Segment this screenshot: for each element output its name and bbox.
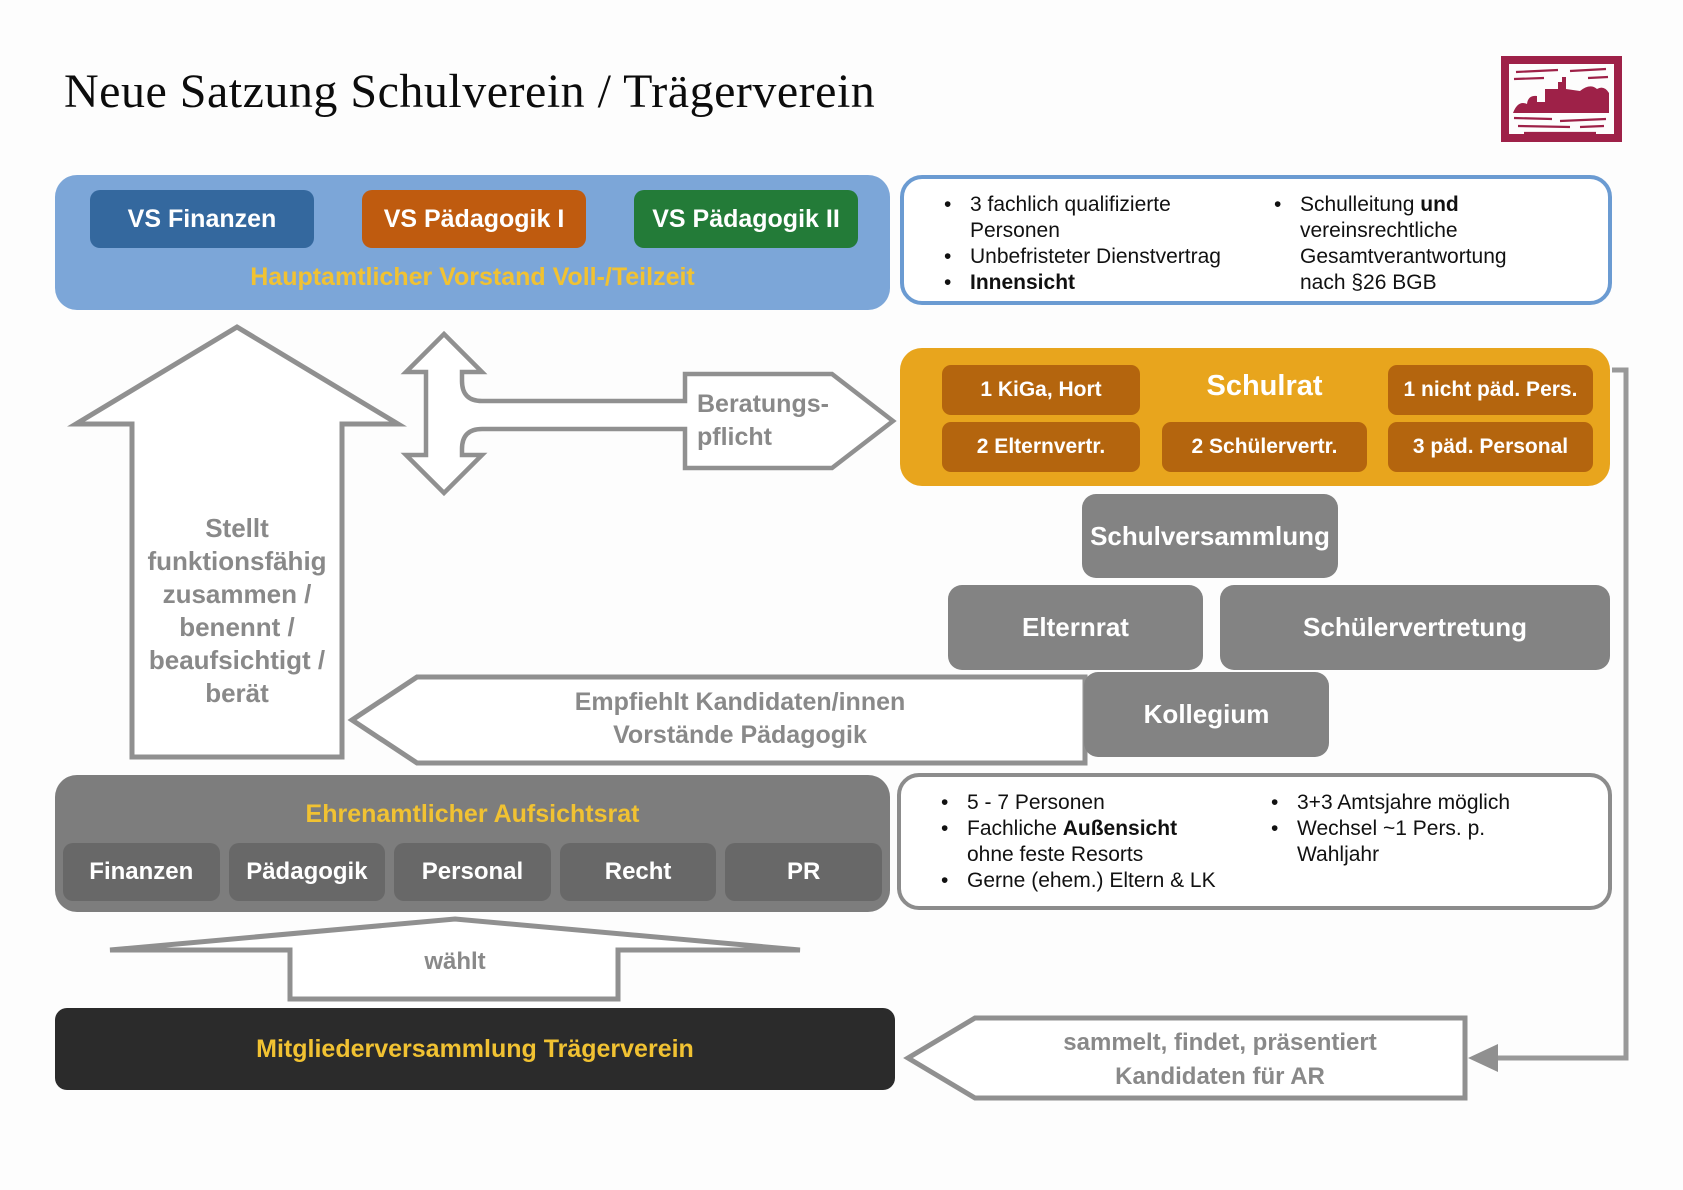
schuelervertretung-box: Schülervertretung <box>1220 585 1610 670</box>
note-bullet: 3+3 Amtsjahre möglich <box>1261 790 1561 816</box>
schulrat-title: Schulrat <box>1206 370 1323 402</box>
aufsichtsrat-box-paedagogik: Pädagogik <box>228 843 386 901</box>
stellt-up-arrow-shape <box>67 324 407 760</box>
elternrat-box: Elternrat <box>948 585 1203 670</box>
stellt-arrow-label: Stellt funktionsfähig zusammen / benennt… <box>147 513 327 708</box>
note-bullet: 3 fachlich qualifizierte <box>934 192 1249 218</box>
vorstand-box-paedagogik-1: VS Pädagogik I <box>362 190 586 248</box>
note-bullet-continuation: vereinsrechtliche <box>1300 219 1458 242</box>
beratungspflicht-junction-arrow-shape <box>400 330 897 497</box>
aufsichtsrat-subboxes: Finanzen Pädagogik Personal Recht PR <box>63 843 882 901</box>
logo-frame <box>1501 56 1622 142</box>
note-bullet-continuation: ohne feste Resorts <box>967 843 1144 866</box>
vorstand-note: 3 fachlich qualifizierte Personen Unbefr… <box>900 175 1612 305</box>
waehlt-arrow-label: wählt <box>424 948 486 975</box>
note-bullet-continuation: Gesamtverantwortung <box>1300 245 1507 268</box>
schulversammlung-box: Schulversammlung <box>1082 494 1338 578</box>
logo-scratch-lines <box>1513 67 1609 135</box>
beratungspflicht-arrow-label: Beratungs- pflicht <box>697 390 829 451</box>
vorstand-label: Hauptamtlicher Vorstand Voll-/Teilzeit <box>250 263 695 291</box>
sammelt-left-arrow-shape <box>903 1015 1468 1101</box>
schulrat-cell-nicht-paed: 1 nicht päd. Pers. <box>1388 365 1593 415</box>
aufsichtsrat-box-finanzen: Finanzen <box>63 843 220 901</box>
logo-town-silhouette <box>1513 77 1609 113</box>
schulrat-container: 1 KiGa, Hort Schulrat 1 nicht päd. Pers.… <box>900 348 1610 486</box>
mitgliederversammlung-box: Mitgliederversammlung Trägerverein <box>55 1008 895 1090</box>
schulrat-cell-elternvertr: 2 Elternvertr. <box>942 422 1140 472</box>
page-title: Neue Satzung Schulverein / Trägerverein <box>64 65 876 118</box>
vorstand-note-col1: 3 fachlich qualifizierte Personen Unbefr… <box>934 192 1249 301</box>
note-bullet: Unbefristeter Dienstvertrag <box>934 244 1249 270</box>
note-bullet: Schulleitung und <box>1264 192 1564 218</box>
waehlt-up-arrow-shape <box>109 916 801 1002</box>
schulrat-cell-schuelervertr: 2 Schülervertr. <box>1162 422 1367 472</box>
aufsichtsrat-box-personal: Personal <box>394 843 551 901</box>
note-bullet-continuation: Personen <box>970 219 1060 242</box>
vorstand-box-paedagogik-2: VS Pädagogik II <box>634 190 858 248</box>
school-logo-stamp <box>1501 56 1622 142</box>
aufsichtsrat-box-recht: Recht <box>559 843 717 901</box>
vorstand-box-finanzen: VS Finanzen <box>90 190 314 248</box>
vorstand-note-col2: Schulleitung und vereinsrechtliche Gesam… <box>1264 192 1564 301</box>
empfiehlt-arrow-label: Empfiehlt Kandidaten/innen Vorstände Päd… <box>574 688 906 749</box>
schulrat-to-sammelt-connector-line <box>1498 367 1629 1061</box>
note-bullet: Gerne (ehem.) Eltern & LK <box>931 868 1246 894</box>
aufsichtsrat-note-col1: 5 - 7 Personen Fachliche Außensicht ohne… <box>931 790 1246 906</box>
note-bullet-continuation: nach §26 BGB <box>1300 271 1437 294</box>
aufsichtsrat-container: Ehrenamtlicher Aufsichtsrat Finanzen Päd… <box>55 775 890 912</box>
sammelt-arrow-label: sammelt, findet, präsentiert Kandidaten … <box>1063 1029 1377 1090</box>
kollegium-box: Kollegium <box>1084 672 1329 757</box>
schulrat-cell-paed-personal: 3 päd. Personal <box>1388 422 1593 472</box>
note-bullet-continuation: Wahljahr <box>1297 843 1380 866</box>
aufsichtsrat-box-pr: PR <box>725 843 882 901</box>
aufsichtsrat-label: Ehrenamtlicher Aufsichtsrat <box>305 800 640 828</box>
aufsichtsrat-note: 5 - 7 Personen Fachliche Außensicht ohne… <box>897 773 1612 910</box>
note-bullet: 5 - 7 Personen <box>931 790 1246 816</box>
connector-arrowhead <box>1468 1044 1498 1072</box>
note-bullet: Fachliche Außensicht <box>931 816 1246 842</box>
note-bullet: Wechsel ~1 Pers. p. <box>1261 816 1561 842</box>
schulrat-cell-kiga: 1 KiGa, Hort <box>942 365 1140 415</box>
note-bullet: Innensicht <box>934 270 1249 296</box>
aufsichtsrat-note-col2: 3+3 Amtsjahre möglich Wechsel ~1 Pers. p… <box>1261 790 1561 906</box>
vorstand-container: VS Finanzen VS Pädagogik I VS Pädagogik … <box>55 175 890 310</box>
